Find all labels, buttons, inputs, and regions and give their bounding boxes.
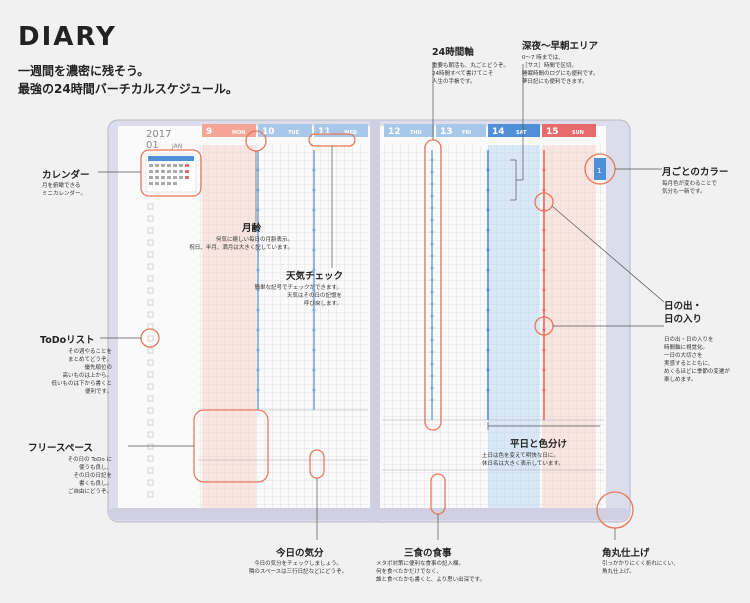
annotation-midnight-label: 深夜～早朝エリア bbox=[522, 41, 599, 52]
day-dow-5: SAT bbox=[516, 130, 527, 136]
annotation-geppo-label: 月齢 bbox=[242, 223, 262, 234]
annotation-weather-label: 天気チェック bbox=[286, 271, 344, 282]
annotation-calendar-label: カレンダー bbox=[42, 170, 90, 181]
annotation-sun-label: 日の出・ 日の入り bbox=[664, 301, 703, 325]
page-title: DIARY bbox=[18, 22, 117, 52]
day-num-6: 15 bbox=[546, 127, 559, 137]
annotation-monthcolor-label: 月ごとのカラー bbox=[662, 167, 729, 178]
column-sat bbox=[488, 145, 540, 513]
subtitle-line-2: 最強の24時間バーチカルスケジュール。 bbox=[18, 82, 238, 96]
day-num-3: 12 bbox=[388, 127, 401, 137]
column-sun bbox=[542, 145, 596, 513]
highlight-sunrise bbox=[534, 192, 554, 212]
annotation-axis24-desc: 重要も朝活も、丸ごとどうぞ。 24時間すべて書けてこそ 人生の手帳です。 bbox=[432, 63, 509, 85]
annotation-mood-desc: 今日の気分をチェックしましょう。 隣のスペースは三行日記などにどうぞ。 bbox=[248, 561, 348, 575]
annotation-midnight-desc: 0～7 時までは、 ［サス］時間で区切。 睡眠時間のログにも便利です。 夢日記に… bbox=[522, 55, 599, 85]
annotation-calendar-desc: 月を俯瞰できる ミニカレンダー。 bbox=[42, 183, 86, 197]
day-num-2: 11 bbox=[318, 127, 331, 137]
day-num-5: 14 bbox=[492, 127, 505, 137]
day-dow-4: FRI bbox=[462, 130, 471, 136]
day-dow-1: TUE bbox=[288, 130, 299, 136]
annotation-axis24-label: 24時間軸 bbox=[432, 47, 474, 58]
annotation-geppo-desc: 何気に嬉しい毎日の月齢表示。 祝日、半月、満月は大きく記しています。 bbox=[189, 237, 293, 251]
annotation-meal-desc: メタボ対策に便利な食事の記入欄。 何を食べたかだけでなく、 誰と食べたかも書くと… bbox=[376, 561, 486, 583]
annotation-weekday-label: 平日と色分け bbox=[510, 439, 568, 450]
annotation-monthcolor-desc: 毎月色が変わることで 気分も一新です。 bbox=[662, 181, 717, 195]
annotation-todo-label: ToDoリスト bbox=[40, 335, 95, 346]
annotation-weekday-desc: 土日は色を変えて明快な日に。 休日名は大きく表示しています。 bbox=[482, 453, 564, 467]
annotation-corner-label: 角丸仕上げ bbox=[602, 548, 650, 559]
month-number: 01 bbox=[146, 140, 159, 151]
day-num-1: 10 bbox=[262, 127, 275, 137]
annotation-corner-desc: 引っかかりにくく折れにくい、 角丸仕上げ。 bbox=[602, 561, 679, 575]
annotation-mood-label: 今日の気分 bbox=[276, 548, 324, 559]
subtitle-line-1: 一週間を濃密に残そう。 bbox=[18, 64, 150, 78]
day-dow-0: MON bbox=[232, 130, 245, 136]
year-label: 2017 bbox=[146, 129, 171, 140]
day-dow-2: WED bbox=[344, 130, 357, 136]
day-dow-6: SUN bbox=[572, 130, 584, 136]
annotation-meal-label: 三食の食事 bbox=[404, 548, 452, 559]
month-tab-number: 1 bbox=[597, 167, 601, 175]
month-tab bbox=[594, 158, 606, 180]
annotation-sun-desc: 日の出・日の入りを 時間軸に視覚化。 一日の大切さを 実感するとともに、 めくる… bbox=[664, 337, 730, 383]
annotation-weather-desc: 簡単な記号でチェックができます。 天気はその日の記憶を 呼び戻します。 bbox=[254, 285, 342, 307]
annotation-free-desc: その日の ToDo に 使うも良し、 その日の日記を 書くも良し。 ご自由にどう… bbox=[67, 457, 112, 495]
day-dow-3: THU bbox=[410, 130, 422, 136]
highlight-calendar bbox=[140, 149, 202, 197]
planner-spine bbox=[370, 120, 380, 522]
day-num-0: 9 bbox=[206, 127, 212, 137]
column-mon bbox=[202, 145, 256, 513]
annotation-free-label: フリースペース bbox=[28, 443, 93, 454]
month-name: JAN bbox=[171, 143, 182, 150]
day-num-4: 13 bbox=[440, 127, 453, 137]
annotation-todo-desc: その週やることを まとめてどうぞ。 優先順位の 高いものは上から。 低いものは下… bbox=[51, 349, 112, 395]
